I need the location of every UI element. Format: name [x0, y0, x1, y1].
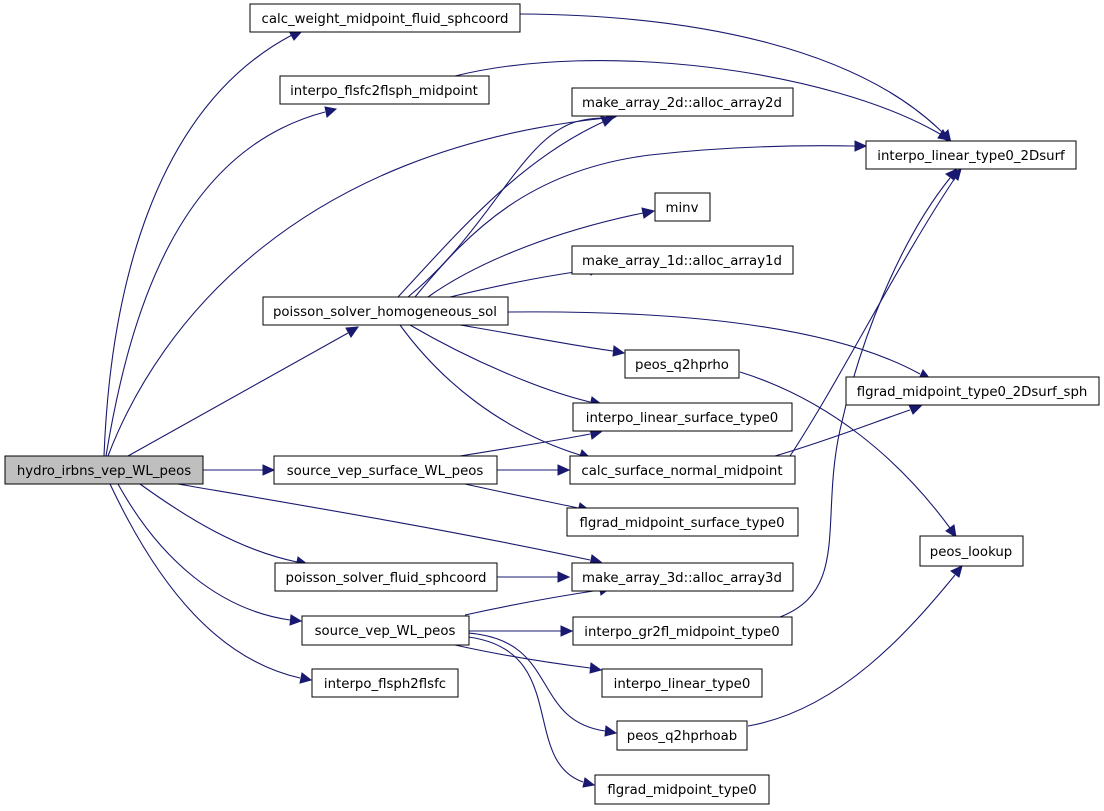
- node-label: poisson_solver_homogeneous_sol: [273, 305, 497, 320]
- node-label: source_vep_surface_WL_peos: [287, 464, 484, 479]
- node-label: peos_q2hprho: [635, 358, 729, 373]
- node-source-vep-surface[interactable]: source_vep_surface_WL_peos: [273, 455, 498, 485]
- node-poisson-homog[interactable]: poisson_solver_homogeneous_sol: [262, 296, 509, 326]
- node-label: flgrad_midpoint_type0: [607, 783, 756, 798]
- edge-hydro-to-poisson-homog: [127, 326, 360, 457]
- edge-calc-surface-normal-to-flgrad-2dsurf: [774, 404, 923, 457]
- node-interpo-linear-surface[interactable]: interpo_linear_surface_type0: [572, 402, 793, 432]
- node-label: interpo_linear_type0_2Dsurf: [877, 149, 1065, 164]
- node-interpo-gr2fl[interactable]: interpo_gr2fl_midpoint_type0: [572, 616, 793, 646]
- node-minv[interactable]: minv: [654, 192, 711, 222]
- node-label: peos_q2hprhoab: [627, 729, 738, 744]
- node-poisson-fluid[interactable]: poisson_solver_fluid_sphcoord: [274, 562, 498, 592]
- node-label: interpo_flsfc2flsph_midpoint: [290, 84, 478, 99]
- edge-poisson-fluid-to-alloc3d: [497, 571, 571, 583]
- node-label: hydro_irbns_vep_WL_peos: [17, 464, 191, 479]
- edge-poisson-homog-to-interpo-linear-surface: [409, 324, 603, 407]
- node-calc-surface-normal[interactable]: calc_surface_normal_midpoint: [569, 455, 796, 485]
- edge-calc-weight-to-2dsurf: [519, 13, 952, 145]
- edge-source-vep-to-interpo-linear-type0: [454, 644, 603, 674]
- edge-source-vep-surface-to-interpo-linear-surface: [459, 428, 603, 457]
- edge-hydro-to-interpo-flsph2flsfc: [109, 483, 313, 684]
- edge-hydro-to-source-vep-surface: [203, 464, 276, 476]
- edge-source-vep-to-interpo-gr2fl: [469, 625, 574, 637]
- node-label: make_array_1d::alloc_array1d: [582, 254, 782, 269]
- node-calc-weight[interactable]: calc_weight_midpoint_fluid_sphcoord: [249, 3, 521, 33]
- edge-poisson-homog-to-2dsurf: [414, 140, 868, 298]
- edge-hydro-to-poisson-fluid: [139, 483, 309, 568]
- node-source-vep[interactable]: source_vep_WL_peos: [301, 615, 470, 646]
- node-interpo-flsfc2flsph[interactable]: interpo_flsfc2flsph_midpoint: [279, 75, 490, 105]
- node-label: flgrad_midpoint_type0_2Dsurf_sph: [857, 385, 1088, 400]
- edge-flsfc2flsph-to-2dsurf: [454, 60, 950, 141]
- edge-hydro-to-alloc2d: [107, 111, 619, 457]
- node-label: flgrad_midpoint_surface_type0: [579, 516, 784, 531]
- node-label: interpo_flsph2flsfc: [324, 677, 446, 692]
- node-label: make_array_2d::alloc_array2d: [582, 96, 782, 111]
- node-label: calc_surface_normal_midpoint: [581, 464, 782, 479]
- node-label: minv: [666, 201, 699, 216]
- node-hydro[interactable]: hydro_irbns_vep_WL_peos: [4, 455, 204, 485]
- node-peos-q2hprho[interactable]: peos_q2hprho: [624, 349, 740, 379]
- node-label: poisson_solver_fluid_sphcoord: [286, 571, 487, 586]
- node-label: source_vep_WL_peos: [315, 624, 456, 639]
- node-label: make_array_3d::alloc_array3d: [582, 571, 782, 586]
- node-label: interpo_linear_surface_type0: [586, 411, 778, 426]
- node-label: peos_lookup: [930, 545, 1012, 560]
- edge-poisson-homog-to-alloc2d-b: [407, 117, 611, 298]
- node-alloc1d[interactable]: make_array_1d::alloc_array1d: [571, 245, 794, 275]
- node-interpo-linear-2dsurf[interactable]: interpo_linear_type0_2Dsurf: [865, 140, 1077, 170]
- node-flgrad-2dsurf[interactable]: flgrad_midpoint_type0_2Dsurf_sph: [845, 376, 1100, 406]
- edge-hydro-to-source-vep: [117, 483, 303, 626]
- node-label: interpo_linear_type0: [614, 677, 751, 692]
- node-alloc2d[interactable]: make_array_2d::alloc_array2d: [571, 87, 794, 117]
- node-flgrad-surface[interactable]: flgrad_midpoint_surface_type0: [566, 507, 799, 537]
- node-interpo-flsph2flsfc[interactable]: interpo_flsph2flsfc: [311, 668, 459, 698]
- edge-hydro-to-calc-weight: [103, 30, 304, 457]
- edge-hydro-to-interpo-flsfc2flsph: [105, 106, 338, 457]
- edge-source-vep-to-peos-q2hprhoab: [467, 632, 618, 737]
- node-flgrad-type0[interactable]: flgrad_midpoint_type0: [594, 774, 770, 805]
- edge-poisson-homog-to-peos-q2hprho: [459, 324, 626, 357]
- edge-source-vep-surface-to-calc-surface-normal: [497, 464, 571, 476]
- node-label: interpo_gr2fl_midpoint_type0: [584, 625, 779, 640]
- node-peos-q2hprhoab[interactable]: peos_q2hprhoab: [616, 720, 748, 751]
- node-label: calc_weight_midpoint_fluid_sphcoord: [262, 12, 509, 27]
- edge-interpo-gr2fl-to-2dsurf: [779, 168, 958, 618]
- edge-peos-q2hprho-to-peos-lookup: [739, 371, 957, 538]
- node-peos-lookup[interactable]: peos_lookup: [919, 535, 1024, 567]
- edge-source-vep-to-flgrad-type0: [467, 636, 596, 788]
- edge-peos-q2hprhoab-to-peos-lookup: [747, 565, 963, 727]
- node-interpo-linear-type0[interactable]: interpo_linear_type0: [601, 668, 763, 698]
- edge-hydro-to-alloc3d: [177, 483, 603, 566]
- edge-poisson-homog-to-minv: [427, 207, 656, 298]
- node-alloc3d[interactable]: make_array_3d::alloc_array3d: [571, 562, 794, 592]
